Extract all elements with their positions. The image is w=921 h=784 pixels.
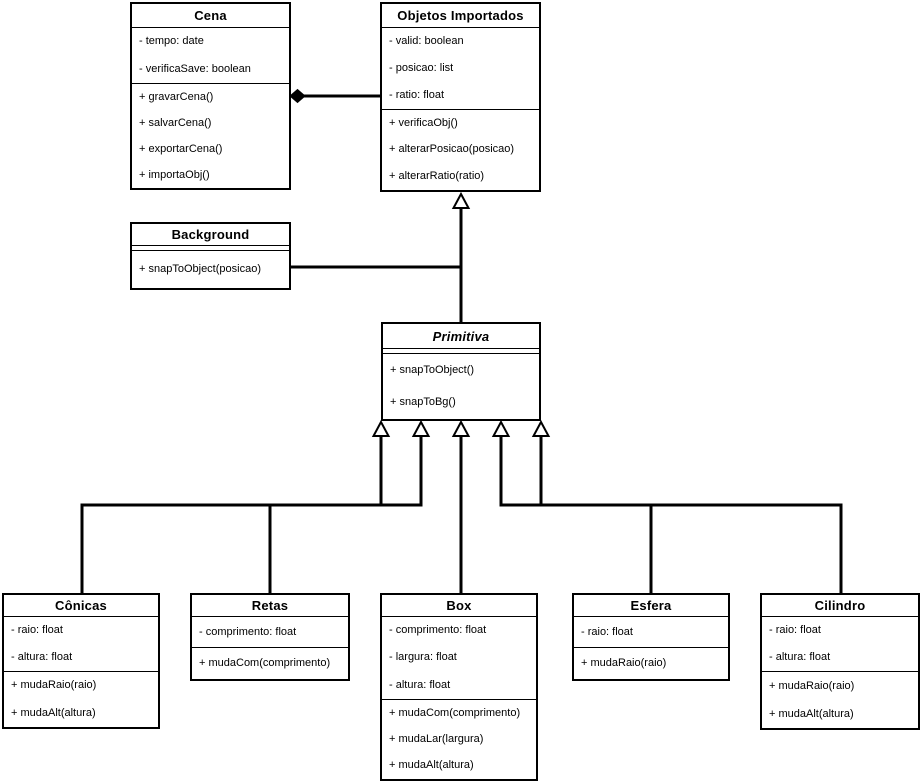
member-row: + mudaCom(comprimento) xyxy=(199,657,331,669)
member-row: - posicao: list xyxy=(389,62,454,74)
member-row: - verificaSave: boolean xyxy=(139,62,251,75)
attributes-compartment: - valid: boolean - posicao: list - ratio: … xyxy=(382,28,539,110)
attributes-compartment: - raio: float xyxy=(574,617,728,648)
member-row: + mudaAlt(altura) xyxy=(11,706,96,719)
class-box-primitiva: Primitiva + snapToObject() + snapToBg() xyxy=(381,322,541,421)
class-box-box: Box - comprimento: float - largura: float… xyxy=(380,593,538,781)
class-title: Esfera xyxy=(574,595,728,617)
attributes-compartment: - raio: float - altura: float xyxy=(762,617,918,672)
member-row: + alterarPosicao(posicao) xyxy=(389,143,515,156)
class-title: Primitiva xyxy=(383,324,539,349)
member-row: + snapToObject() xyxy=(390,363,475,376)
member-row: - raio: float xyxy=(11,624,63,636)
generalization-branch-right xyxy=(491,419,843,594)
class-title: Cena xyxy=(132,4,289,28)
member-row: + snapToObject(posicao) xyxy=(139,263,261,275)
member-row: + mudaCom(comprimento) xyxy=(389,706,521,719)
class-title: Retas xyxy=(192,595,348,617)
methods-compartment: + mudaCom(comprimento) + mudaLar(largura)… xyxy=(382,700,536,779)
methods-compartment: + snapToObject(posicao) xyxy=(132,251,289,288)
member-row: + exportarCena() xyxy=(139,142,223,155)
attributes-compartment-empty xyxy=(132,246,289,251)
member-row: - raio: float xyxy=(581,625,633,638)
methods-compartment: + gravarCena() + salvarCena() + exportarCe… xyxy=(132,84,289,188)
member-row: + mudaLar(largura) xyxy=(389,732,484,745)
class-box-background: Background + snapToObject(posicao) xyxy=(130,222,291,290)
methods-compartment: + mudaCom(comprimento) xyxy=(192,648,348,679)
member-row: + verificaObj() xyxy=(389,116,458,129)
methods-compartment: + snapToObject() + snapToBg() xyxy=(383,354,539,419)
member-row: + gravarCena() xyxy=(139,90,214,103)
generalization-link-primitiva-objetos xyxy=(451,191,471,322)
member-row: - valid: boolean xyxy=(389,35,464,47)
member-row: + mudaRaio(raio) xyxy=(769,679,855,692)
member-row: + mudaRaio(raio) xyxy=(581,657,667,669)
class-box-objetos-importados: Objetos Importados - valid: boolean - pos… xyxy=(380,2,541,192)
attributes-compartment-empty xyxy=(383,349,539,354)
class-title: Cilindro xyxy=(762,595,918,617)
attributes-compartment: - comprimento: float xyxy=(192,617,348,648)
composition-link-cena-objetos xyxy=(289,88,381,104)
member-row: - raio: float xyxy=(769,624,821,636)
class-title: Cônicas xyxy=(4,595,158,617)
inheritance-arrowhead-icon xyxy=(411,419,431,437)
member-row: - largura: float xyxy=(389,651,457,664)
methods-compartment: + verificaObj() + alterarPosicao(posicao)… xyxy=(382,110,539,190)
methods-compartment: + mudaRaio(raio) + mudaAlt(altura) xyxy=(762,672,918,728)
member-row: - altura: float xyxy=(11,651,73,663)
member-row: - altura: float xyxy=(769,651,831,663)
inheritance-arrowhead-icon xyxy=(491,419,511,437)
inheritance-arrowhead-icon xyxy=(371,419,391,437)
class-box-cena: Cena - tempo: date - verificaSave: boolea… xyxy=(130,2,291,190)
class-box-esfera: Esfera - raio: float + mudaRaio(raio) xyxy=(572,593,730,681)
methods-compartment: + mudaRaio(raio) xyxy=(574,648,728,679)
class-box-cilindro: Cilindro - raio: float - altura: float + … xyxy=(760,593,920,730)
member-row: + mudaAlt(altura) xyxy=(769,707,854,720)
member-row: - comprimento: float xyxy=(389,624,487,637)
member-row: + alterarRatio(ratio) xyxy=(389,170,485,183)
class-title: Objetos Importados xyxy=(382,4,539,28)
class-title: Background xyxy=(132,224,289,246)
attributes-compartment: - raio: float - altura: float xyxy=(4,617,158,672)
inheritance-arrowhead-icon xyxy=(451,191,471,209)
member-row: + mudaAlt(altura) xyxy=(389,759,474,772)
attributes-compartment: - comprimento: float - largura: float - al… xyxy=(382,617,536,700)
class-title: Box xyxy=(382,595,536,617)
inheritance-arrowhead-icon xyxy=(451,419,471,437)
generalization-branch-left xyxy=(80,419,431,594)
member-row: - ratio: float xyxy=(389,89,445,101)
methods-compartment: + mudaRaio(raio) + mudaAlt(altura) xyxy=(4,672,158,727)
attributes-compartment: - tempo: date - verificaSave: boolean xyxy=(132,28,289,84)
member-row: + importaObj() xyxy=(139,168,210,181)
composition-diamond-icon xyxy=(289,88,306,104)
member-row: + mudaRaio(raio) xyxy=(11,679,97,692)
class-box-retas: Retas - comprimento: float + mudaCom(com… xyxy=(190,593,350,681)
member-row: + snapToBg() xyxy=(390,396,456,409)
member-row: - tempo: date xyxy=(139,35,204,48)
member-row: + salvarCena() xyxy=(139,116,212,129)
member-row: - altura: float xyxy=(389,678,451,691)
generalization-link-box-primitiva xyxy=(451,419,471,594)
inheritance-arrowhead-icon xyxy=(531,419,551,437)
member-row: - comprimento: float xyxy=(199,625,297,638)
class-box-conicas: Cônicas - raio: float - altura: float + m… xyxy=(2,593,160,729)
